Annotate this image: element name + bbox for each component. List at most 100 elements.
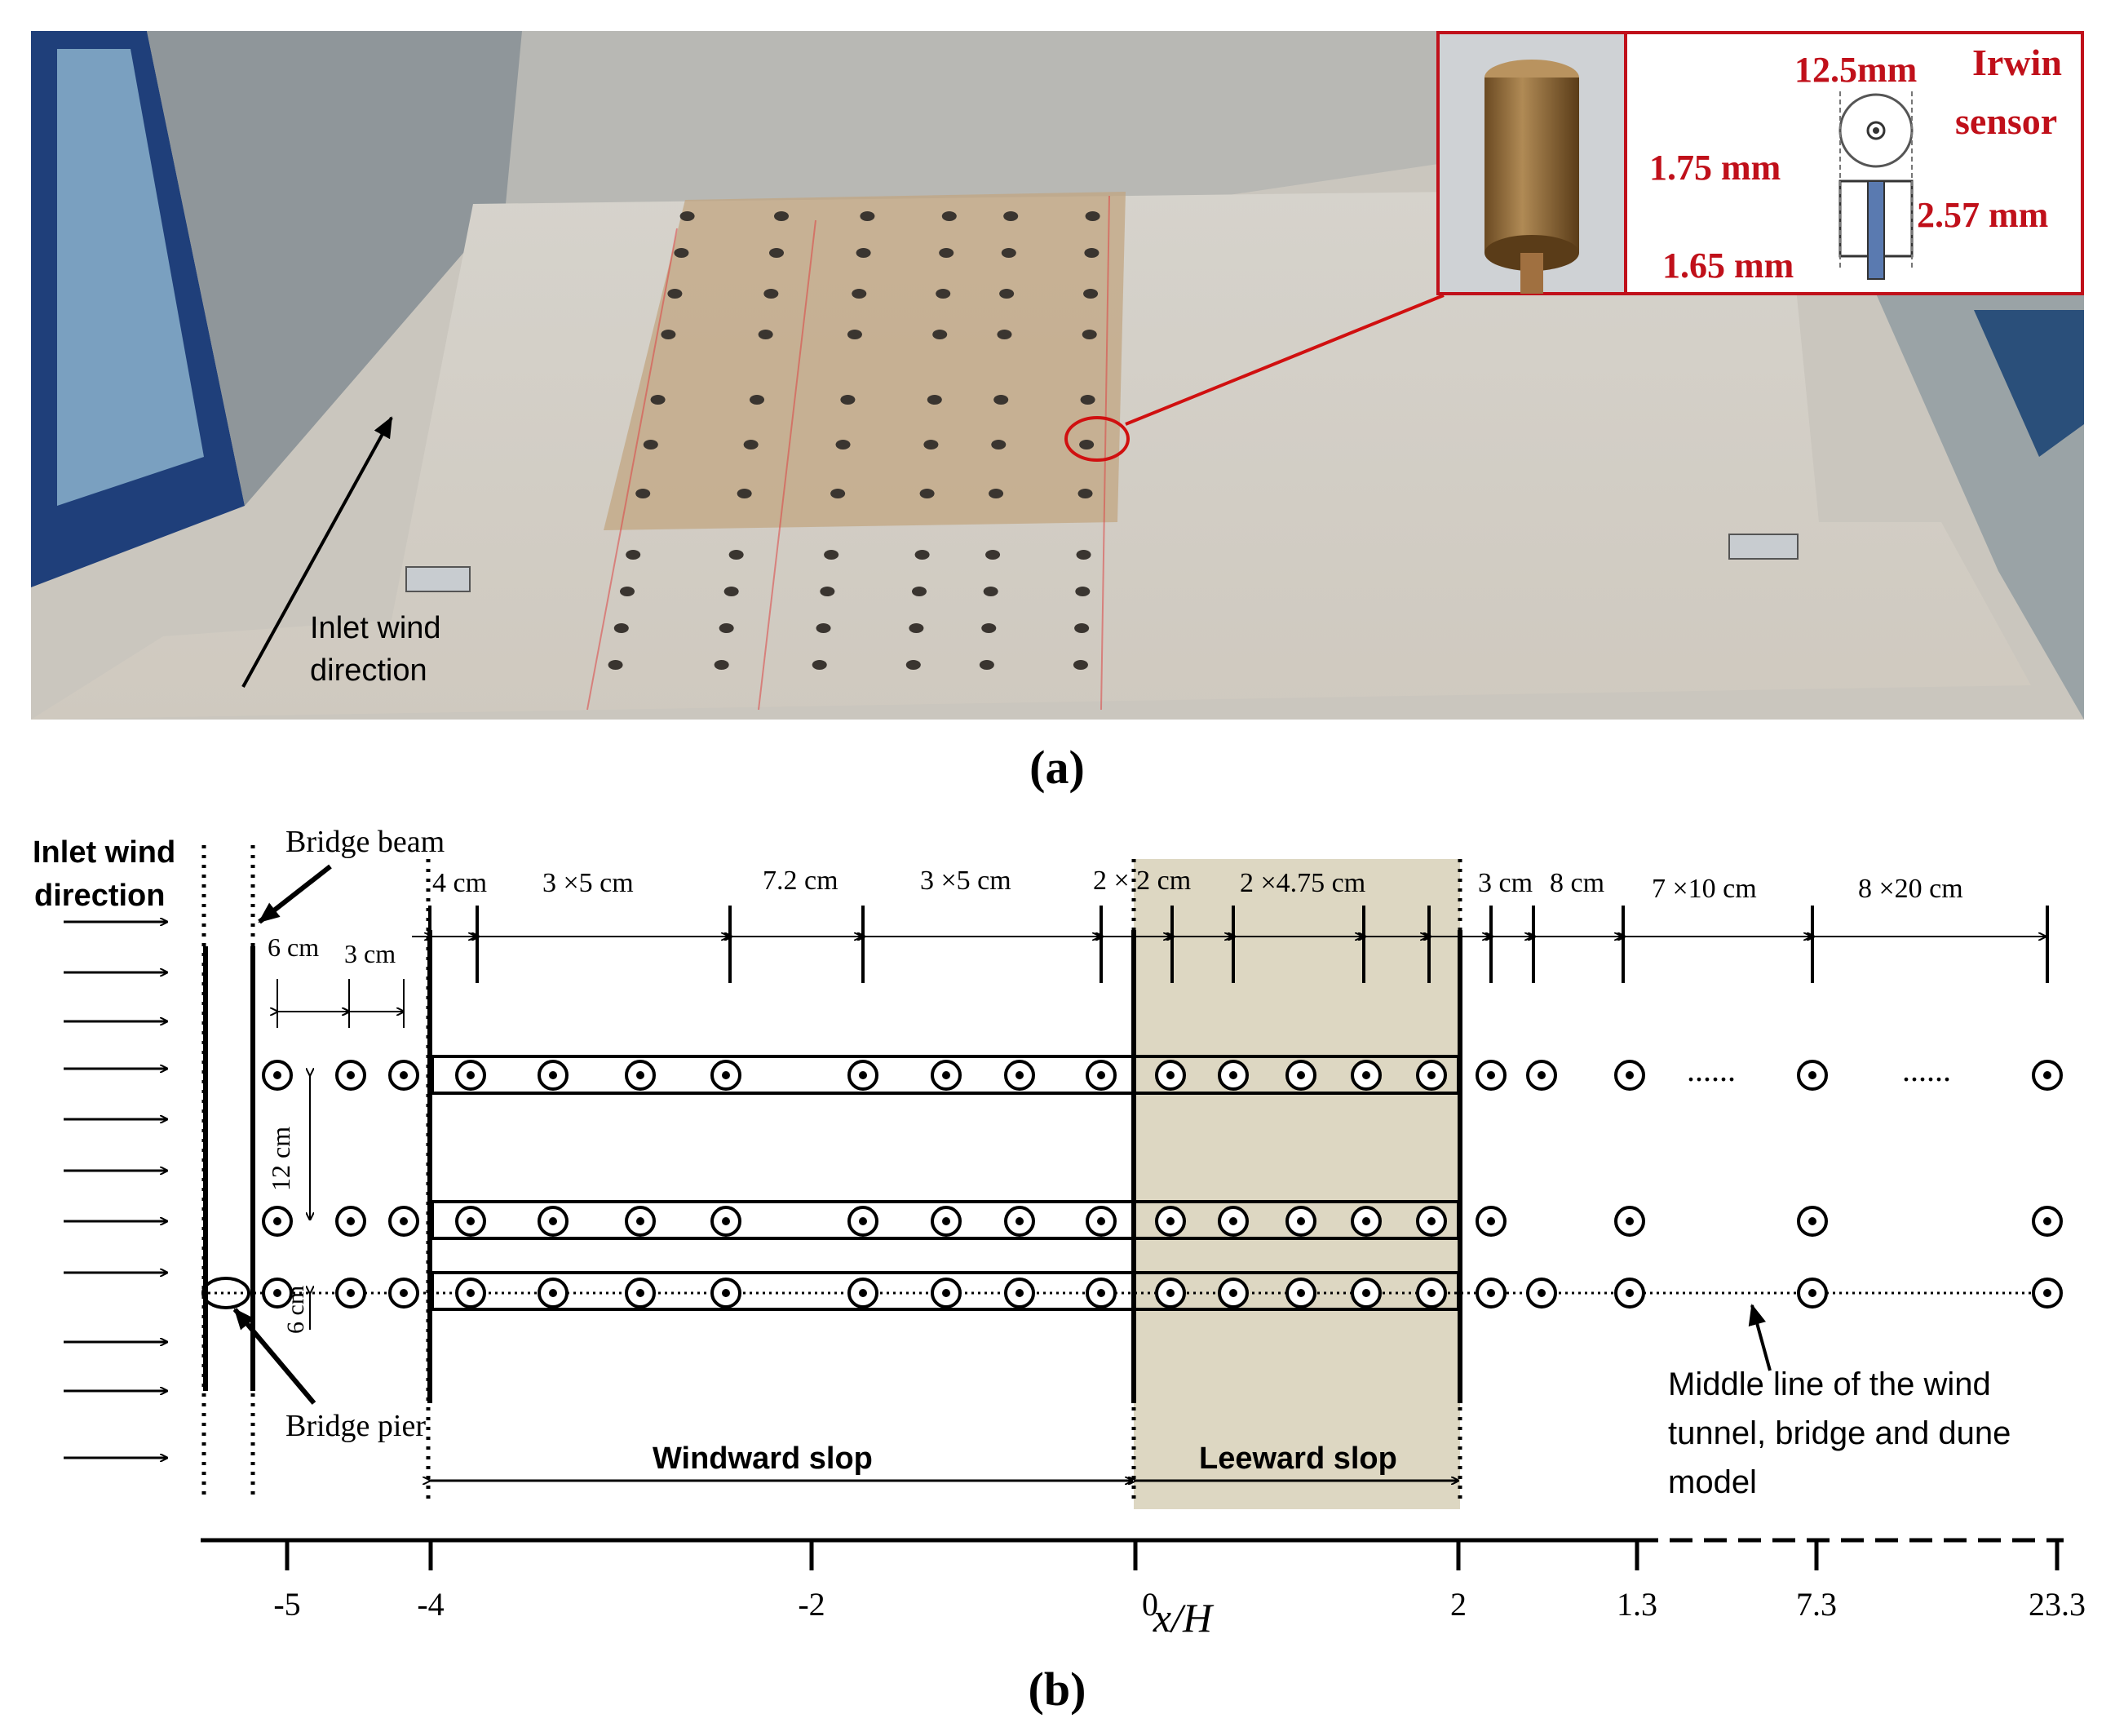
sensor-hole: [991, 440, 1007, 450]
sensor-dot: [347, 1289, 355, 1297]
sensor-hole: [769, 248, 784, 258]
sensor-marker: [335, 1206, 366, 1237]
sensor-marker: [1797, 1278, 1828, 1309]
sensor-dot: [1015, 1071, 1024, 1079]
sensor-top-view-icon: [1838, 93, 1914, 168]
sensor-marker: [1416, 1206, 1447, 1237]
hinge-right: [1728, 534, 1799, 560]
sensor-dot: [273, 1071, 281, 1079]
axis-tick-label: 1.3: [1617, 1586, 1657, 1623]
axis-label: x/H: [1153, 1595, 1215, 1641]
sensor-dot: [636, 1289, 644, 1297]
sensor-hole: [856, 248, 871, 258]
sensor-marker: [1351, 1278, 1382, 1309]
axis-tick-label: -2: [798, 1586, 825, 1623]
sensor-marker: [625, 1206, 656, 1237]
sensor-marker: [1285, 1060, 1316, 1091]
spacing-12cm: 12 cm: [266, 1127, 295, 1191]
sensor-marker: [1004, 1206, 1035, 1237]
sensor-dot: [1626, 1071, 1634, 1079]
spacing-7x10: 7 ×10 cm: [1652, 874, 1757, 904]
sensor-hole: [909, 623, 924, 633]
sensor-dot: [2043, 1289, 2051, 1297]
spacing-2x4-75: 2 ×4.75 cm: [1240, 868, 1365, 898]
sensor-marker: [1416, 1278, 1447, 1309]
spacing-4cm: 4 cm: [432, 868, 487, 898]
sensor-marker: [2032, 1206, 2063, 1237]
sensor-hole: [643, 440, 658, 450]
sensor-marker: [388, 1060, 419, 1091]
row-box-3: [431, 1271, 1460, 1311]
sensor-hole: [830, 489, 846, 498]
sensor-hole: [750, 395, 764, 405]
sensor-dot: [549, 1217, 557, 1225]
sensor-hole: [661, 330, 676, 339]
sensor-marker: [1614, 1278, 1645, 1309]
sensor-marker: [1218, 1060, 1249, 1091]
sensor-marker: [335, 1060, 366, 1091]
sensor-dot: [549, 1071, 557, 1079]
sensor-marker: [388, 1278, 419, 1309]
sensor-dot: [2043, 1217, 2051, 1225]
middle-line-label-3: model: [1668, 1464, 1757, 1500]
sensor-marker: [538, 1060, 569, 1091]
sensor-marker: [1086, 1278, 1117, 1309]
row-box-2: [431, 1200, 1460, 1240]
sensor-hole: [981, 623, 997, 633]
sensor-hole: [824, 550, 839, 560]
highlight-circle: [1064, 416, 1130, 462]
sensor-dot: [1297, 1071, 1305, 1079]
sensor-marker: [455, 1206, 486, 1237]
sensor-hole: [1079, 440, 1095, 450]
wind-label-a-2: direction: [310, 653, 427, 688]
sensor-marker: [625, 1060, 656, 1091]
sensor-marker: [625, 1278, 656, 1309]
sensor-marker: [1086, 1206, 1117, 1237]
sensor-marker: [1351, 1206, 1382, 1237]
sensor-marker: [1476, 1278, 1507, 1309]
sensor-hole: [1074, 623, 1090, 633]
sensor-hole: [835, 440, 851, 450]
sensor-dot: [1166, 1289, 1175, 1297]
hinge-left: [405, 566, 471, 592]
axis-tick-label: 23.3: [2029, 1586, 2086, 1623]
sensor-marker: [1285, 1206, 1316, 1237]
sensor-marker: [1526, 1060, 1557, 1091]
sensor-marker: [1155, 1060, 1186, 1091]
sensor-dot: [722, 1289, 730, 1297]
axis-tick-label: 7.3: [1796, 1586, 1837, 1623]
sensor-hole: [728, 550, 744, 560]
sensor-hole: [1083, 289, 1099, 299]
sensor-dot: [1362, 1217, 1370, 1225]
sensor-dot: [1166, 1217, 1175, 1225]
sensor-hole: [847, 330, 862, 339]
sensor-hole: [667, 289, 683, 299]
sensor-hole: [927, 395, 942, 405]
wind-arrow-a: [241, 416, 393, 688]
sensor-dot: [400, 1217, 408, 1225]
sensor-hole: [719, 623, 734, 633]
sensor-hole: [914, 550, 930, 560]
sensor-dot: [1808, 1289, 1816, 1297]
sensor-dot: [1297, 1289, 1305, 1297]
inlet-arrows: [64, 922, 167, 1458]
sensor-dot: [273, 1289, 281, 1297]
sensor-marker: [1155, 1206, 1186, 1237]
dim-1-65mm: 1.65 mm: [1662, 246, 1794, 286]
row-box-1: [431, 1055, 1460, 1095]
sensor-marker: [931, 1060, 962, 1091]
sensor-hole: [999, 289, 1015, 299]
sensor-marker: [710, 1206, 741, 1237]
sensor-hole: [1082, 330, 1097, 339]
axis-tick-label: -4: [417, 1586, 444, 1623]
sensor-dot: [1297, 1217, 1305, 1225]
sensor-marker: [847, 1278, 878, 1309]
sensor-dot: [1427, 1071, 1436, 1079]
panel-b-diagram: Inlet wind direction Bridge beam Bridge …: [33, 825, 2086, 1641]
caption-b: (b): [1029, 1663, 1086, 1716]
sensor-dot: [722, 1071, 730, 1079]
sensor-marker: [847, 1206, 878, 1237]
sensor-dot: [1097, 1289, 1105, 1297]
sensor-hole: [860, 211, 875, 221]
sensor-dot: [467, 1071, 475, 1079]
